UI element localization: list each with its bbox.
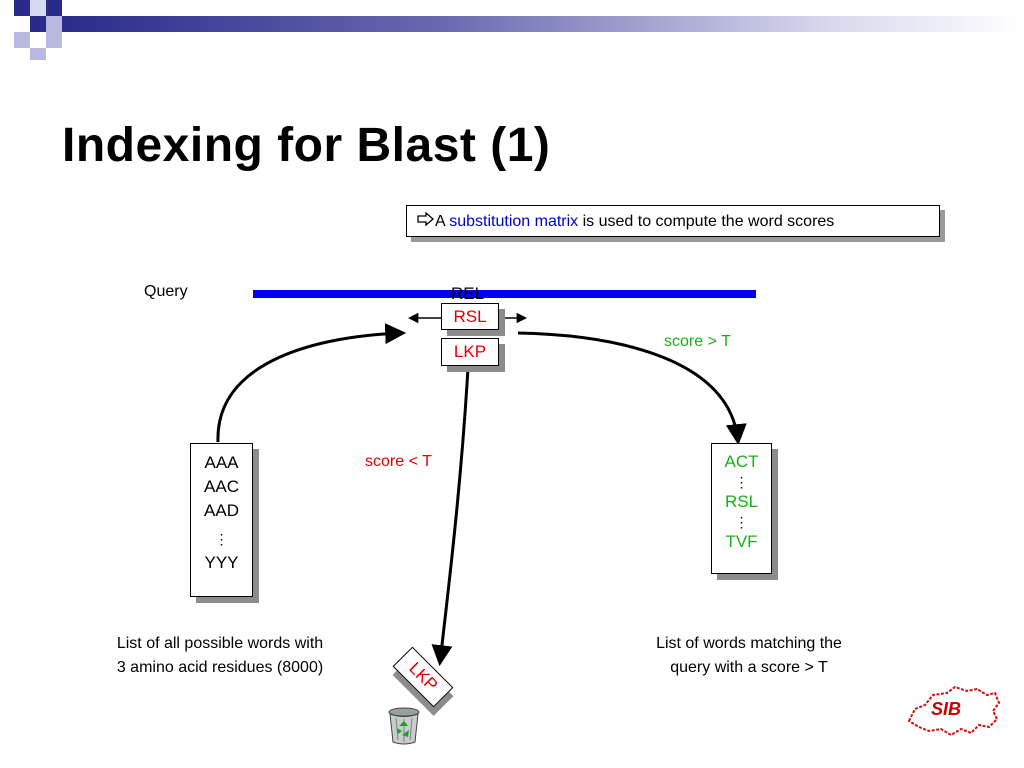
query-label: Query <box>144 283 188 300</box>
all-words-list: AAA AAC AAD ⋮ YYY <box>190 443 253 597</box>
ellipsis-dots: ⋮ <box>214 531 229 547</box>
all-words-to-query-arrow <box>216 323 407 443</box>
caption-line: query with a score > T <box>670 659 828 676</box>
corner-square <box>30 0 46 16</box>
query-word-box-rsl: RSL <box>441 303 499 330</box>
callout-prefix: A <box>435 213 450 231</box>
logo-text: SIB <box>931 699 962 719</box>
list-item: TVF <box>725 532 758 551</box>
list-item: RSL <box>724 492 759 511</box>
sib-logo: SIB <box>903 683 1003 739</box>
corner-square <box>30 48 46 60</box>
list-item: AAA <box>204 453 239 472</box>
corner-square <box>30 16 46 32</box>
list-item: AAC <box>204 477 239 496</box>
list-item: AAD <box>204 501 239 520</box>
discard-arrow <box>431 367 470 667</box>
caption-line: List of words matching the <box>656 635 842 652</box>
corner-square <box>14 0 30 16</box>
substitution-matrix-link[interactable]: substitution matrix <box>449 213 579 231</box>
query-word-rel: REL <box>451 284 485 303</box>
ellipsis-dots: ⋮ <box>734 474 749 490</box>
caption-line: List of all possible words with <box>116 635 324 652</box>
list-item: YYY <box>204 553 239 572</box>
callout-box: A substitution matrix is used to compute… <box>406 205 940 237</box>
query-word-rsl: RSL <box>453 307 487 326</box>
outline-right-arrow-icon <box>417 206 435 238</box>
corner-square <box>46 0 62 16</box>
query-sequence-bar <box>253 290 756 298</box>
query-to-matching-arrow <box>517 331 747 446</box>
query-word-lkp: LKP <box>453 342 487 361</box>
caption-matching-words: List of words matching the query with a … <box>620 632 878 680</box>
corner-square <box>46 32 62 48</box>
corner-square <box>14 32 30 48</box>
score-below-label: score < T <box>365 453 432 470</box>
caption-all-words: List of all possible words with 3 amino … <box>90 632 350 680</box>
slide-title: Indexing for Blast (1) <box>62 119 551 172</box>
matching-words-list: ACT ⋮ RSL ⋮ TVF <box>711 443 772 574</box>
query-word-box-lkp: LKP <box>441 338 499 366</box>
corner-square <box>46 16 62 32</box>
header-gradient-bar <box>62 16 1024 32</box>
caption-line: 3 amino acid residues (8000) <box>116 659 324 676</box>
corner-square <box>30 32 46 48</box>
score-above-label: score > T <box>664 333 731 350</box>
recycle-bin-icon <box>386 706 422 746</box>
ellipsis-dots: ⋮ <box>734 514 749 530</box>
callout-suffix: is used to compute the word scores <box>578 213 835 231</box>
list-item: ACT <box>724 452 759 471</box>
